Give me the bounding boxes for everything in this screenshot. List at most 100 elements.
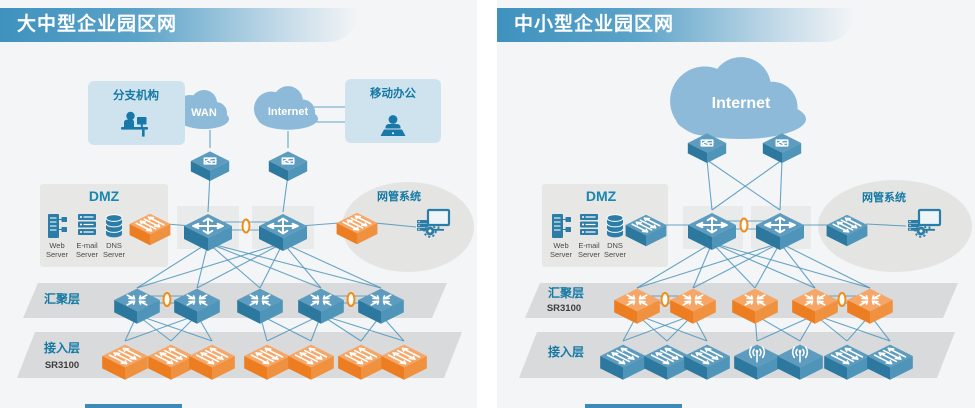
device-right-face [381, 300, 404, 324]
device-right-face [870, 300, 893, 324]
dmz-label: DMZ [89, 188, 120, 204]
email-server-icon [580, 214, 598, 235]
edge-line [266, 314, 322, 342]
device-left-face [684, 356, 707, 380]
dns-server-icon [105, 214, 123, 238]
device-left-face [268, 161, 288, 181]
agg-glyph [674, 290, 713, 309]
edge-line [636, 314, 708, 342]
device-left-face [756, 225, 780, 250]
device-left-face [762, 143, 782, 163]
edge-line [136, 314, 213, 342]
access-switch-icon [824, 345, 870, 380]
layer-label: 汇聚层 [44, 292, 80, 306]
edge-line [711, 159, 783, 211]
device-right-face [815, 300, 838, 324]
arrows-glyph [341, 215, 372, 231]
edge-line [622, 314, 694, 342]
device-left-face [338, 356, 361, 380]
arrows-glyph [650, 347, 685, 364]
arrows-glyph [387, 347, 422, 364]
layer-label: SR3100 [45, 360, 79, 371]
cloud-base [258, 107, 318, 130]
edge-line [374, 222, 417, 228]
agg-glyph [796, 290, 835, 309]
device-left-face [102, 356, 125, 380]
dmz-label: DMZ [586, 188, 617, 204]
aggregation-switch-icon [792, 289, 838, 324]
router-glyph [695, 137, 718, 149]
access-switch-icon [102, 345, 148, 380]
layer-label: 接入层 [548, 344, 584, 359]
panel-title-large-campus: 大中型企业园区网 [0, 8, 358, 42]
aggregation-switch-icon [670, 289, 716, 324]
web-server-icon [552, 214, 571, 238]
device-right-face [197, 300, 220, 324]
device-right-face [707, 356, 730, 380]
device-left-face [288, 356, 311, 380]
core-switch-icon [688, 213, 736, 250]
device-left-face [734, 356, 757, 380]
dmz-switch-icon [625, 215, 667, 247]
dmz-zone [40, 184, 168, 267]
monitor-stand [924, 226, 935, 231]
link-aggregation-ring [241, 218, 251, 234]
cloud-label: Internet [268, 106, 309, 118]
web-server-icon [48, 214, 67, 238]
access-switch-icon [244, 345, 290, 380]
server-stack [417, 220, 429, 224]
device-right-face [288, 161, 308, 181]
nms-zone [342, 182, 474, 272]
device-right-face [646, 225, 667, 247]
device-right-face [707, 143, 727, 163]
edge-line [299, 222, 340, 227]
layer-label: 接入层 [44, 340, 80, 355]
l3-glyph [765, 218, 795, 233]
edge-line [711, 242, 816, 289]
device-right-face [847, 356, 870, 380]
device-right-face [210, 161, 230, 181]
device-right-face [361, 356, 384, 380]
agg-glyph [178, 290, 217, 309]
person-desk-icon [121, 111, 148, 137]
arrows-glyph [830, 347, 865, 364]
router-icon [762, 133, 802, 163]
edge-line [207, 242, 261, 289]
device-right-face [693, 300, 716, 324]
server-stack [908, 220, 920, 224]
edge-line [756, 314, 816, 342]
person-laptop-icon [380, 115, 406, 136]
cloud-base [676, 99, 806, 139]
gear-icon [914, 224, 928, 238]
core-switch-icon [259, 214, 307, 251]
device-left-face [687, 143, 707, 163]
arrows-glyph [630, 217, 661, 233]
edge-line [196, 242, 284, 289]
link-aggregation-ring [660, 292, 670, 307]
device-left-face [381, 356, 404, 380]
arrows-glyph [195, 347, 230, 364]
edge-line [259, 242, 284, 289]
device-left-face [600, 356, 623, 380]
device-right-face [712, 225, 736, 250]
email-server-icon [78, 214, 96, 235]
device-right-face [267, 356, 290, 380]
edge-line [136, 242, 209, 289]
device-left-face [259, 226, 283, 251]
edge-line [207, 242, 322, 289]
device-right-face [782, 143, 802, 163]
layer-label: 汇聚层 [548, 286, 584, 300]
device-left-face [625, 225, 646, 247]
device-right-face [311, 356, 334, 380]
device-left-face [824, 356, 847, 380]
device-right-face [667, 356, 690, 380]
user-box-label: 移动办公 [370, 86, 416, 100]
arrows-glyph [344, 347, 379, 364]
arrows-glyph [108, 347, 143, 364]
device-left-face [792, 300, 815, 324]
